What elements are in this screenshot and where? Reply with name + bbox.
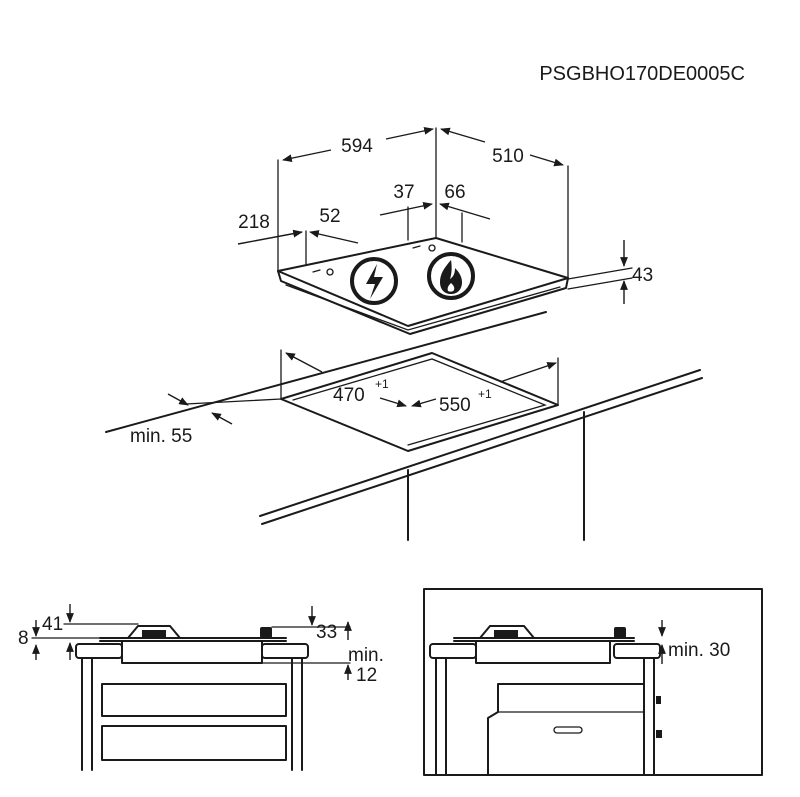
hob-body	[121, 640, 263, 664]
dim-594-label: 594	[341, 136, 373, 157]
cutout-outline	[280, 352, 559, 452]
dim-510-label: 510	[492, 146, 524, 167]
flame-icon	[427, 252, 475, 300]
dim-470-tolerance: +1	[375, 377, 389, 391]
dim-line-min55-a	[167, 393, 189, 406]
dim-470-label: 470	[333, 385, 365, 406]
dim-43-label: 43	[632, 265, 653, 286]
hob-plate-edge-inner	[285, 284, 561, 331]
worktop-right	[261, 643, 309, 659]
section-view-left: 41 8 33 min. 12	[18, 604, 384, 771]
dim-line-min55-b	[211, 412, 233, 425]
hob-plate-top	[277, 237, 569, 327]
drawer-upper	[101, 683, 287, 717]
worktop-front-lower	[261, 377, 703, 525]
worktop-cutout-view: 470 +1 550 +1 min. 55	[105, 311, 703, 541]
dim-line-594-b	[385, 127, 434, 140]
control-knob	[614, 627, 626, 638]
section-frame	[423, 588, 763, 776]
drawer-lower	[101, 725, 287, 761]
hob-top-view: 594 510 37 66 218 52 43	[237, 127, 653, 335]
lightning-bolt-icon	[350, 257, 398, 305]
dim-min55-label: min. 55	[130, 426, 192, 447]
dim-line-550-b	[499, 362, 557, 383]
dim-550-tolerance: +1	[478, 387, 492, 401]
dim-min30-label: min. 30	[668, 640, 730, 661]
worktop-front-edge	[259, 369, 701, 517]
dim-52-label: 52	[319, 206, 340, 227]
dim-line-594-a	[282, 149, 332, 163]
dim-41-label: 41	[42, 614, 63, 635]
dim-line-218	[237, 229, 303, 245]
burner-cap	[494, 630, 518, 638]
marker-tick	[412, 245, 421, 249]
dim-line-37	[379, 201, 433, 216]
hob-body	[475, 640, 611, 664]
control-knob	[260, 627, 272, 638]
dim-line-66	[439, 202, 491, 220]
dim-8-label: 8	[18, 628, 29, 649]
knob-marker-left	[326, 268, 334, 276]
dim-line-52	[309, 230, 359, 244]
oven-body	[487, 683, 645, 776]
pan-support	[127, 625, 181, 639]
dim-33-label: 33	[316, 622, 337, 643]
marker-tick	[312, 269, 321, 273]
dim-37-label: 37	[393, 182, 414, 203]
hob-plate-edge	[277, 270, 569, 335]
dim-218-label: 218	[238, 212, 270, 233]
dim-min12-value: 12	[356, 665, 377, 686]
dim-line-550-a	[411, 398, 437, 408]
worktop-left	[75, 643, 123, 659]
section-view-right: min. 30	[423, 588, 763, 776]
document-code: PSGBHO170DE0005C	[539, 63, 745, 85]
cutout-inner-edge	[292, 358, 547, 446]
dim-line-470-a	[285, 352, 323, 373]
dim-line-510-b	[529, 154, 564, 167]
worktop-right	[613, 643, 661, 659]
dim-550-label: 550	[439, 395, 471, 416]
ext-line	[567, 267, 633, 280]
dim-line-510-a	[440, 127, 486, 143]
ext-line	[185, 398, 282, 405]
dim-min12-prefix: min.	[348, 645, 384, 666]
dim-line-470-b	[379, 397, 407, 408]
burner-cap	[142, 630, 166, 638]
oven-handle	[553, 726, 583, 734]
knob-marker-right	[428, 244, 436, 252]
oven-fixing	[656, 730, 662, 738]
worktop-back-edge	[105, 311, 547, 433]
pan-support	[479, 625, 535, 639]
ext-line	[567, 277, 633, 290]
oven-fixing	[656, 696, 661, 704]
dim-66-label: 66	[444, 182, 465, 203]
worktop-left	[429, 643, 477, 659]
